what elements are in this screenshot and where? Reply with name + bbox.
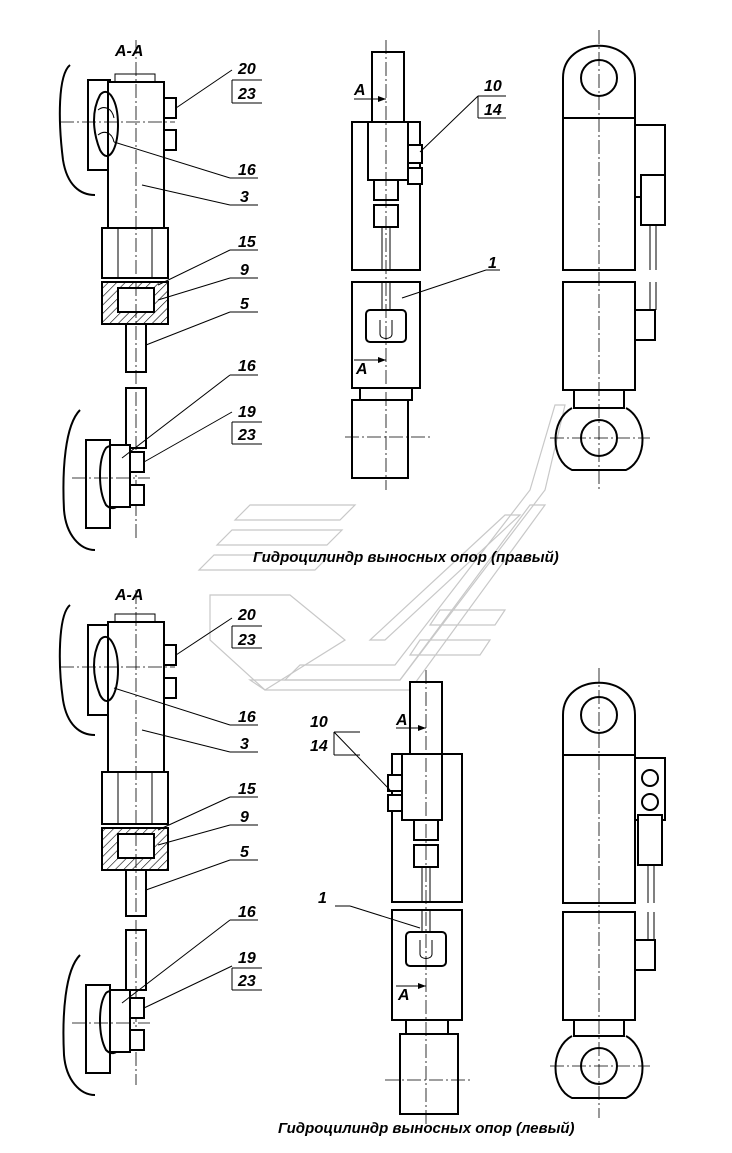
left-cylinder-front-view <box>333 670 470 1125</box>
callout-23-top: 23 <box>237 86 256 103</box>
callout-15-bottom: 15 <box>238 781 257 798</box>
watermark-logo <box>197 404 566 691</box>
section-view-top <box>58 40 177 551</box>
callout-16-top: 16 <box>238 162 256 179</box>
callout-1-right: 1 <box>488 255 497 272</box>
callout-14-left: 14 <box>310 738 328 755</box>
callout-16b-top: 16 <box>238 358 256 375</box>
callout-3-bottom: 3 <box>240 736 249 753</box>
section-marker-4: А <box>397 987 410 1004</box>
right-cylinder-front-view <box>345 40 506 490</box>
callout-10-left: 10 <box>310 714 328 731</box>
callout-10-right: 10 <box>484 78 502 95</box>
caption-left: Гидроцилиндр выносных опор (левый) <box>278 1120 575 1137</box>
callout-23b-bottom: 23 <box>237 973 256 990</box>
right-cylinder-side-view <box>550 30 666 490</box>
callout-5-top: 5 <box>240 296 250 313</box>
callout-16-bottom: 16 <box>238 709 256 726</box>
callout-19-bottom: 19 <box>238 950 256 967</box>
callout-3-top: 3 <box>240 189 249 206</box>
section-marker-1: А <box>353 82 366 99</box>
callout-23b-top: 23 <box>237 427 256 444</box>
caption-right: Гидроцилиндр выносных опор (правый) <box>253 549 559 566</box>
section-title-top: А-А <box>114 43 143 60</box>
callout-14-right: 14 <box>484 102 502 119</box>
leaders-bottom <box>113 617 262 1009</box>
labels: А-А А-А А А А А 20 23 16 3 15 9 5 16 19 … <box>114 43 575 1137</box>
callout-1-left: 1 <box>318 890 327 907</box>
callout-20-top: 20 <box>237 61 256 78</box>
callout-9-top: 9 <box>240 262 249 279</box>
leaders-top <box>113 69 262 463</box>
section-marker-2: А <box>355 361 368 378</box>
callout-23-bottom: 23 <box>237 632 256 649</box>
callout-16b-bottom: 16 <box>238 904 256 921</box>
section-title-bottom: А-А <box>114 587 143 604</box>
section-marker-3: А <box>395 712 408 729</box>
section-view-bottom <box>58 590 177 1096</box>
left-cylinder-side-view <box>550 668 666 1118</box>
callout-15-top: 15 <box>238 234 257 251</box>
callout-20-bottom: 20 <box>237 607 256 624</box>
callout-9-bottom: 9 <box>240 809 249 826</box>
callout-5-bottom: 5 <box>240 844 250 861</box>
callout-19-top: 19 <box>238 404 256 421</box>
